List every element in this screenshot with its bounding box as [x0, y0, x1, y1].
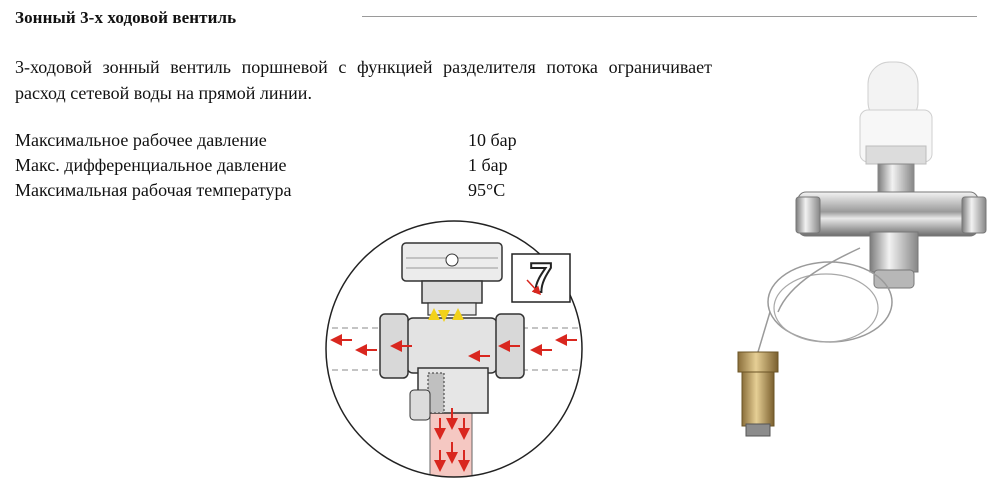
valve-flow-diagram: 7: [325, 220, 583, 478]
spec-row-max-temperature: Максимальная рабочая температура 95°C: [15, 178, 575, 203]
spec-label: Максимальная рабочая температура: [15, 180, 292, 200]
heading-divider: [362, 16, 977, 17]
spec-label: Макс. дифференциальное давление: [15, 155, 287, 175]
specs-list: Максимальное рабочее давление 10 бар Мак…: [15, 128, 575, 203]
svg-text:7: 7: [529, 254, 552, 301]
flow-badge: 7: [511, 253, 571, 303]
spec-value: 1 бар: [468, 155, 508, 175]
section-heading: Зонный 3-х ходовой вентиль: [15, 8, 237, 27]
spec-label: Максимальное рабочее давление: [15, 130, 267, 150]
intro-paragraph: 3-ходовой зонный вентиль поршневой с фун…: [15, 57, 712, 103]
valve-product-photo: [737, 61, 987, 437]
spec-row-max-pressure: Максимальное рабочее давление 10 бар: [15, 128, 575, 153]
spec-value: 10 бар: [468, 130, 517, 150]
spec-row-diff-pressure: Макс. дифференциальное давление 1 бар: [15, 153, 575, 178]
spec-value: 95°C: [468, 180, 506, 200]
